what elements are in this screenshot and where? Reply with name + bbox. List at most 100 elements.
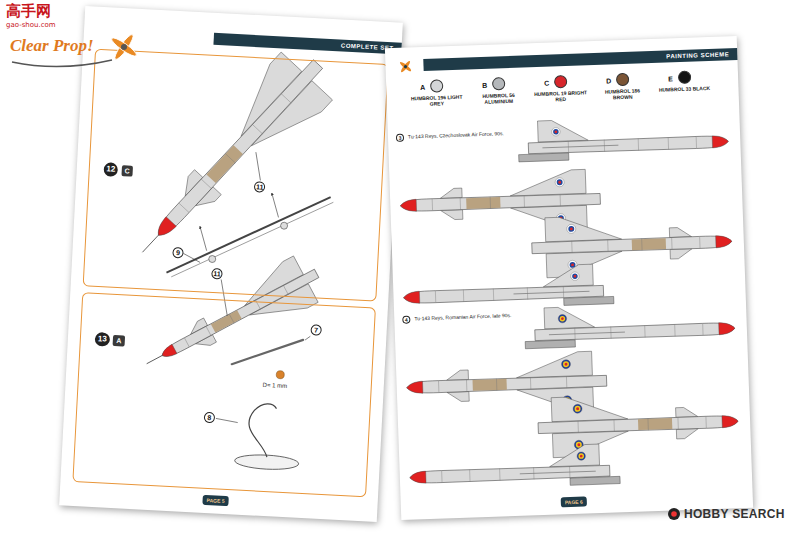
panel-line xyxy=(281,93,291,103)
canard xyxy=(676,429,698,439)
canard xyxy=(441,210,463,220)
missile-drawing xyxy=(524,301,735,349)
missile-drawing xyxy=(531,211,733,278)
roundel-ring xyxy=(558,314,567,323)
wing-edge xyxy=(520,471,596,474)
step-panel: 12C xyxy=(83,49,389,302)
wing-edge xyxy=(549,332,625,335)
logo-swoosh xyxy=(12,60,112,67)
paint-swatch xyxy=(615,73,628,86)
panel-line xyxy=(566,376,567,388)
missile-drawing xyxy=(117,40,344,276)
label-holder: 高手网 xyxy=(6,2,51,21)
missile-body xyxy=(538,415,738,434)
callout-number: 8 xyxy=(204,412,216,424)
rail-wheel xyxy=(280,222,287,229)
missile-body xyxy=(532,235,732,254)
illustration xyxy=(59,6,403,522)
paint-name: HUMBROL 186 BROWN xyxy=(594,88,650,101)
paint-swatch xyxy=(677,71,690,84)
booster xyxy=(519,153,569,162)
callout-number: 9 xyxy=(172,247,184,259)
paint-swatch xyxy=(553,75,566,88)
panel-line xyxy=(201,179,211,189)
panel-line xyxy=(524,196,525,208)
panel-line xyxy=(674,324,675,336)
missile-body xyxy=(160,269,319,360)
delta-wing xyxy=(545,215,622,242)
missile-body xyxy=(407,375,607,394)
scheme-caption: Tu-143 Reys, Czechoslovak Air Force, 90s… xyxy=(408,130,516,140)
roundel-ring xyxy=(557,179,563,185)
roundel-ring xyxy=(563,361,569,367)
missile-drawing xyxy=(399,169,601,236)
roundel-ring xyxy=(568,226,574,232)
brown-band xyxy=(632,238,666,250)
panel-line xyxy=(613,420,614,432)
text-holder: PAGE 5 xyxy=(202,495,228,506)
instruction-page: COMPLETE SETPAGE 512C13A119117D= 1 mm8 xyxy=(59,6,403,522)
panel-line xyxy=(466,380,467,392)
prop-blade xyxy=(399,61,412,72)
red-nose xyxy=(160,344,177,360)
red-nose xyxy=(712,135,728,148)
panel-line xyxy=(229,314,234,323)
panel-line xyxy=(577,421,578,433)
launch-rail xyxy=(166,189,330,281)
color-letter: B xyxy=(482,82,487,89)
label-holder: 3 xyxy=(396,134,404,142)
label-holder: HOBBY SEARCH xyxy=(684,507,785,521)
assembly-arrow xyxy=(271,193,280,217)
label-holder: Tu-143 Reys, Romanian Air Force, late 90… xyxy=(414,312,522,322)
text-holder: C xyxy=(121,164,133,177)
logo-propeller xyxy=(110,33,139,62)
label-holder: 7 xyxy=(310,324,322,336)
legend-item: HUMBROL 33 BLACK xyxy=(656,70,713,94)
dimension: D= 1 mm xyxy=(262,382,289,389)
label-holder: 9 xyxy=(172,247,184,259)
missile-body xyxy=(410,465,610,484)
paint-name: HUMBROL 19 BRIGHT RED xyxy=(532,90,588,103)
panel-line xyxy=(705,416,706,428)
roundel-ring xyxy=(564,363,567,366)
roundel-ring xyxy=(578,453,584,459)
canard xyxy=(669,227,691,237)
label-holder: 11 xyxy=(211,268,223,280)
prop-blade xyxy=(110,36,139,59)
label-holder: A xyxy=(420,84,425,91)
panel-line xyxy=(206,326,211,335)
wing-edge xyxy=(542,145,618,148)
panel-line xyxy=(283,285,288,294)
canard xyxy=(676,407,698,417)
tail-fin xyxy=(543,264,594,287)
panel-line xyxy=(607,240,608,252)
color-letter: D xyxy=(606,77,611,84)
prop-hub xyxy=(404,65,407,68)
leader-line xyxy=(219,280,229,316)
callout-number: 11 xyxy=(211,268,223,280)
panel-line xyxy=(638,139,639,151)
label-holder: gao-shou.com xyxy=(6,21,56,29)
panel-line xyxy=(574,328,575,340)
delta-wing xyxy=(516,351,593,378)
label-holder: C xyxy=(544,80,549,87)
roundel-ring xyxy=(577,443,580,446)
text-holder: PAINTING SCHEME xyxy=(423,48,737,71)
red-nose xyxy=(400,199,416,212)
brown-band xyxy=(638,418,672,430)
callout-number: 7 xyxy=(310,324,322,336)
page-header: PAINTING SCHEME xyxy=(423,48,737,71)
roundel-ring xyxy=(560,316,566,322)
magnet-dot xyxy=(276,371,284,379)
roundel-ring xyxy=(571,263,574,266)
pitot-probe xyxy=(147,356,162,364)
text-holder: COMPLETE SET xyxy=(213,33,401,55)
roundel-ring xyxy=(574,275,577,278)
panel-line xyxy=(225,153,235,163)
booster xyxy=(525,340,575,349)
panel-line xyxy=(438,381,439,393)
watermark-url: gao-shou.com xyxy=(6,21,56,29)
step-letter: C xyxy=(121,165,133,177)
panel-line xyxy=(568,141,569,153)
booster xyxy=(570,476,620,485)
